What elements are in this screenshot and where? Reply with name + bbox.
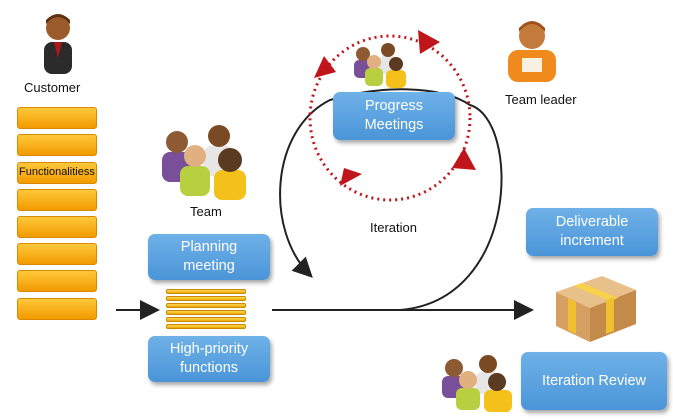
iteration-review-text: Iteration Review (542, 372, 646, 389)
iteration-review-box: Iteration Review (521, 352, 667, 410)
progress-meetings-box: Progress Meetings (333, 92, 455, 140)
package-icon (550, 268, 640, 344)
cycle-arrowhead-bottom (340, 168, 362, 186)
priority-item (166, 310, 246, 315)
progress-cycle (308, 34, 472, 202)
backlog-item (17, 216, 97, 238)
backlog-item (17, 107, 97, 129)
team-review-icon (440, 354, 516, 414)
planning-meeting-text: Planning meeting (180, 239, 238, 274)
priority-item (166, 303, 246, 308)
iteration-loop (279, 88, 503, 311)
customer-label: Customer (24, 80, 81, 95)
team-small-icon (353, 42, 409, 90)
backlog-label: Functionalitiess (19, 166, 95, 178)
priority-item (166, 289, 246, 294)
priority-item (166, 296, 246, 301)
team-leader-label: Team leader (505, 92, 577, 107)
iteration-label: Iteration (370, 220, 417, 235)
high-priority-box: High-priority functions (148, 336, 270, 382)
team-leader-icon (502, 12, 562, 84)
backlog-item (17, 189, 97, 211)
progress-meetings-text: Progress Meetings (364, 98, 424, 133)
backlog-item (17, 243, 97, 265)
deliverable-increment-text: Deliverable increment (555, 214, 629, 249)
cycle-arrowhead-top (418, 30, 440, 54)
backlog-item (17, 298, 97, 320)
planning-meeting-box: Planning meeting (148, 234, 270, 280)
team-icon (160, 122, 252, 202)
customer-icon (36, 8, 80, 74)
priority-item (166, 324, 246, 329)
backlog-item (17, 162, 97, 184)
backlog-item (17, 134, 97, 156)
backlog-item (17, 270, 97, 292)
high-priority-text: High-priority functions (169, 341, 249, 376)
team-label: Team (190, 204, 222, 219)
cycle-arrowhead-left (314, 56, 336, 78)
cycle-arrowhead-right (452, 148, 476, 170)
deliverable-increment-box: Deliverable increment (526, 208, 658, 256)
priority-item (166, 317, 246, 322)
